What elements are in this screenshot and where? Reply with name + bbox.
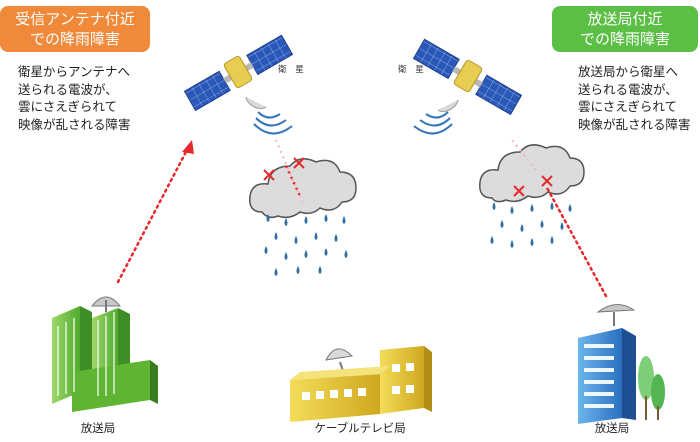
left-title-badge: 受信アンテナ付近 での降雨障害: [0, 6, 150, 52]
left-signal-path: [116, 140, 194, 284]
left-rain-cloud: [249, 158, 357, 219]
right-blocked-signal: [513, 175, 553, 197]
right-description: 放送局から衛星へ 送られる電波が、 雲にさえぎられて 映像が乱される障害: [578, 63, 700, 133]
left-desc-line: 衛星からアンテナへ: [18, 64, 131, 79]
cable-tv-station-icon: [290, 346, 432, 422]
left-rain-drops: [264, 214, 348, 276]
left-satellite-label: 衛 星: [278, 65, 307, 75]
tree-icon: [638, 356, 665, 420]
right-satellite-label: 衛 星: [398, 65, 427, 75]
left-desc-line: 映像が乱される障害: [18, 116, 131, 132]
left-title-line2: での降雨障害: [29, 30, 120, 48]
right-desc-line: 雲にさえぎられて: [578, 99, 678, 114]
right-title-line2: での降雨障害: [579, 30, 670, 48]
left-blocked-signal: [263, 139, 305, 207]
right-station-caption: 放送局: [594, 421, 630, 435]
cable-station-caption: ケーブルテレビ局: [314, 421, 406, 435]
right-broadcast-station-icon: [578, 304, 665, 424]
left-desc-line: 雲にさえぎられて: [18, 99, 118, 114]
right-desc-line: 映像が乱される障害: [578, 116, 691, 132]
right-title-badge: 放送局付近 での降雨障害: [552, 6, 698, 52]
left-desc-line: 送られる電波が、: [18, 81, 118, 97]
left-description: 衛星からアンテナへ 送られる電波が、 雲にさえぎられて 映像が乱される障害: [18, 63, 168, 133]
left-broadcast-station-icon: [52, 296, 158, 412]
left-station-caption: 放送局: [80, 421, 116, 435]
left-title-line1: 受信アンテナ付近: [15, 10, 135, 28]
right-desc-line: 放送局から衛星へ: [578, 64, 679, 79]
right-title-line1: 放送局付近: [587, 10, 663, 28]
right-desc-line: 送られる電波が、: [578, 81, 678, 97]
right-satellite-icon: [412, 38, 523, 135]
left-satellite-icon: [183, 34, 294, 135]
right-rain-drops: [490, 202, 572, 248]
right-signal-path: [511, 139, 608, 298]
right-rain-cloud: [479, 144, 585, 203]
